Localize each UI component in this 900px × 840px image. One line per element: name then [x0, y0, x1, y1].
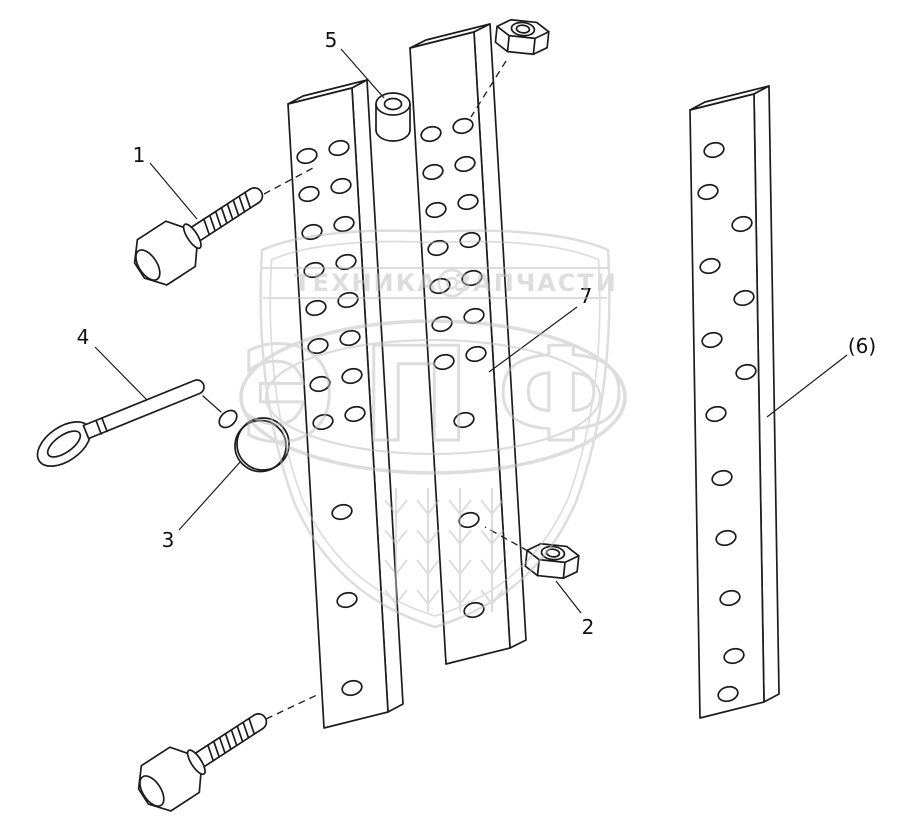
part-label-2: 2 [582, 615, 595, 639]
left-plate-holes [296, 139, 366, 697]
spacer-bushing [375, 92, 411, 142]
linch-pin [36, 379, 222, 467]
watermark-text-right: ЗАПЧАСТИ [454, 269, 618, 297]
leader-lines [94, 48, 848, 614]
watermark-text-left: ТЕХНИКА [294, 269, 438, 297]
right-plate-holes [697, 141, 757, 703]
part-labels: 1 5 4 3 2 7 (6) [77, 28, 877, 639]
watermark-monogram: ЭПФ [240, 319, 651, 471]
part-label-3: 3 [162, 528, 175, 552]
part-label-6: (6) [848, 334, 876, 358]
part-label-5: 5 [325, 28, 338, 52]
watermark-ellipse-outer [239, 319, 627, 475]
part-label-1: 1 [133, 143, 146, 167]
right-plate [689, 85, 780, 719]
watermark: ТЕХНИКА ЗАПЧАСТИ ЭПФ [239, 229, 651, 629]
part-label-7: 7 [580, 284, 593, 308]
part-label-4: 4 [77, 325, 90, 349]
watermark-banner: ТЕХНИКА ЗАПЧАСТИ [261, 267, 618, 299]
watermark-emblem-icon [437, 268, 467, 298]
watermark-ellipse-inner [264, 338, 602, 456]
